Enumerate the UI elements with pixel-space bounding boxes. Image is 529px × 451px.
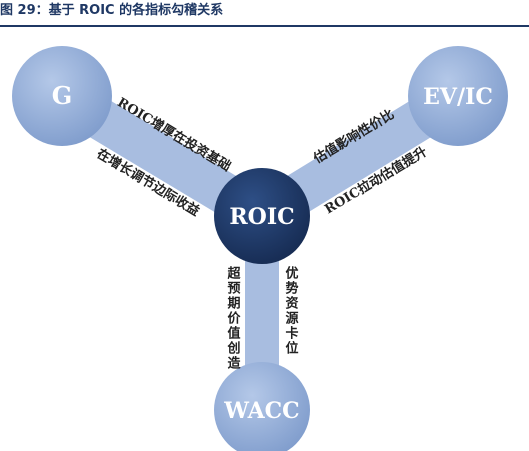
node-g: G <box>12 46 112 146</box>
title-divider <box>0 25 529 27</box>
roic-relationship-diagram: G EV/IC WACC ROIC ROIC增厚在投资基础 在增长调节边际收益 … <box>12 46 508 451</box>
node-ev-ic-label: EV/IC <box>423 84 493 110</box>
node-roic: ROIC <box>214 168 310 264</box>
node-ev-ic: EV/IC <box>408 46 508 146</box>
node-wacc-label: WACC <box>223 398 299 424</box>
node-g-label: G <box>52 81 73 110</box>
node-roic-label: ROIC <box>229 204 294 230</box>
arm-label-bottom-left: 超预期价值创造 <box>225 265 242 371</box>
node-wacc: WACC <box>214 362 310 451</box>
figure-title: 图 29：基于 ROIC 的各指标勾稽关系 <box>0 3 224 18</box>
arm-label-bottom-right: 优势资源卡位 <box>283 265 299 356</box>
